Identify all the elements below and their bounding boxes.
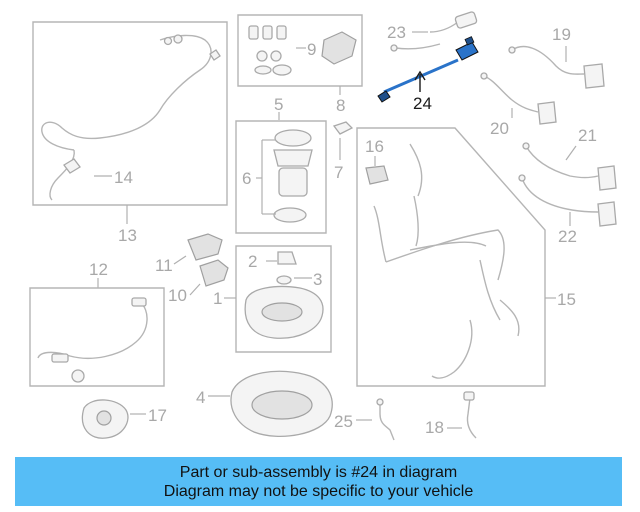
callout-2[interactable]: 2	[248, 252, 257, 271]
callout-19[interactable]: 19	[552, 25, 571, 44]
part-10[interactable]: 10	[168, 259, 229, 305]
callout-9[interactable]: 9	[307, 40, 316, 59]
assembly-13[interactable]: 14 13	[32, 21, 228, 245]
callout-14[interactable]: 14	[114, 168, 133, 187]
callout-13[interactable]: 13	[118, 226, 137, 245]
assembly-8[interactable]: 9 8	[237, 14, 363, 115]
assembly-1[interactable]: 2 3 1	[213, 245, 332, 353]
part-19[interactable]: 19	[508, 25, 605, 89]
callout-22[interactable]: 22	[558, 227, 577, 246]
part-7[interactable]: 7	[332, 121, 354, 182]
part-24-cable	[383, 58, 459, 94]
part-25[interactable]: 25	[334, 398, 395, 441]
part-11[interactable]: 11	[155, 233, 223, 275]
callout-4[interactable]: 4	[196, 388, 205, 407]
callout-11[interactable]: 11	[155, 256, 173, 275]
callout-7[interactable]: 7	[334, 163, 343, 182]
callout-5[interactable]: 5	[274, 95, 283, 114]
part-24-probe	[377, 90, 391, 103]
callout-21[interactable]: 21	[578, 126, 597, 145]
callout-12[interactable]: 12	[89, 260, 108, 279]
part-20[interactable]: 20	[480, 72, 557, 138]
callout-24[interactable]: 24	[413, 94, 432, 113]
part-22[interactable]: 22	[518, 174, 617, 246]
assembly-5[interactable]: 5 6	[235, 95, 327, 234]
part-21[interactable]: 21	[522, 126, 617, 191]
info-banner: Part or sub-assembly is #24 in diagram D…	[15, 457, 622, 506]
callout-10[interactable]: 10	[168, 286, 187, 305]
callout-23[interactable]: 23	[387, 23, 406, 42]
callout-15[interactable]: 15	[557, 290, 576, 309]
callout-8[interactable]: 8	[336, 96, 345, 115]
part-17[interactable]: 17	[81, 399, 167, 439]
assembly-15[interactable]: 16 15	[356, 127, 576, 387]
part-18[interactable]: 18	[425, 391, 477, 439]
banner-line-1: Part or sub-assembly is #24 in diagram	[179, 463, 458, 481]
callout-3[interactable]: 3	[313, 270, 322, 289]
callout-16[interactable]: 16	[365, 137, 384, 156]
assembly-12[interactable]: 12	[29, 260, 165, 387]
part-24[interactable]: 24	[377, 36, 479, 113]
callout-20[interactable]: 20	[490, 119, 509, 138]
callout-6[interactable]: 6	[242, 169, 251, 188]
callout-1[interactable]: 1	[213, 289, 222, 308]
part-24-connector	[455, 41, 479, 61]
part-23[interactable]: 23	[387, 11, 478, 52]
callout-25[interactable]: 25	[334, 412, 353, 431]
callout-17[interactable]: 17	[148, 406, 167, 425]
callout-18[interactable]: 18	[425, 418, 444, 437]
banner-line-2: Diagram may not be specific to your vehi…	[163, 482, 474, 500]
part-4[interactable]: 4	[196, 370, 333, 438]
